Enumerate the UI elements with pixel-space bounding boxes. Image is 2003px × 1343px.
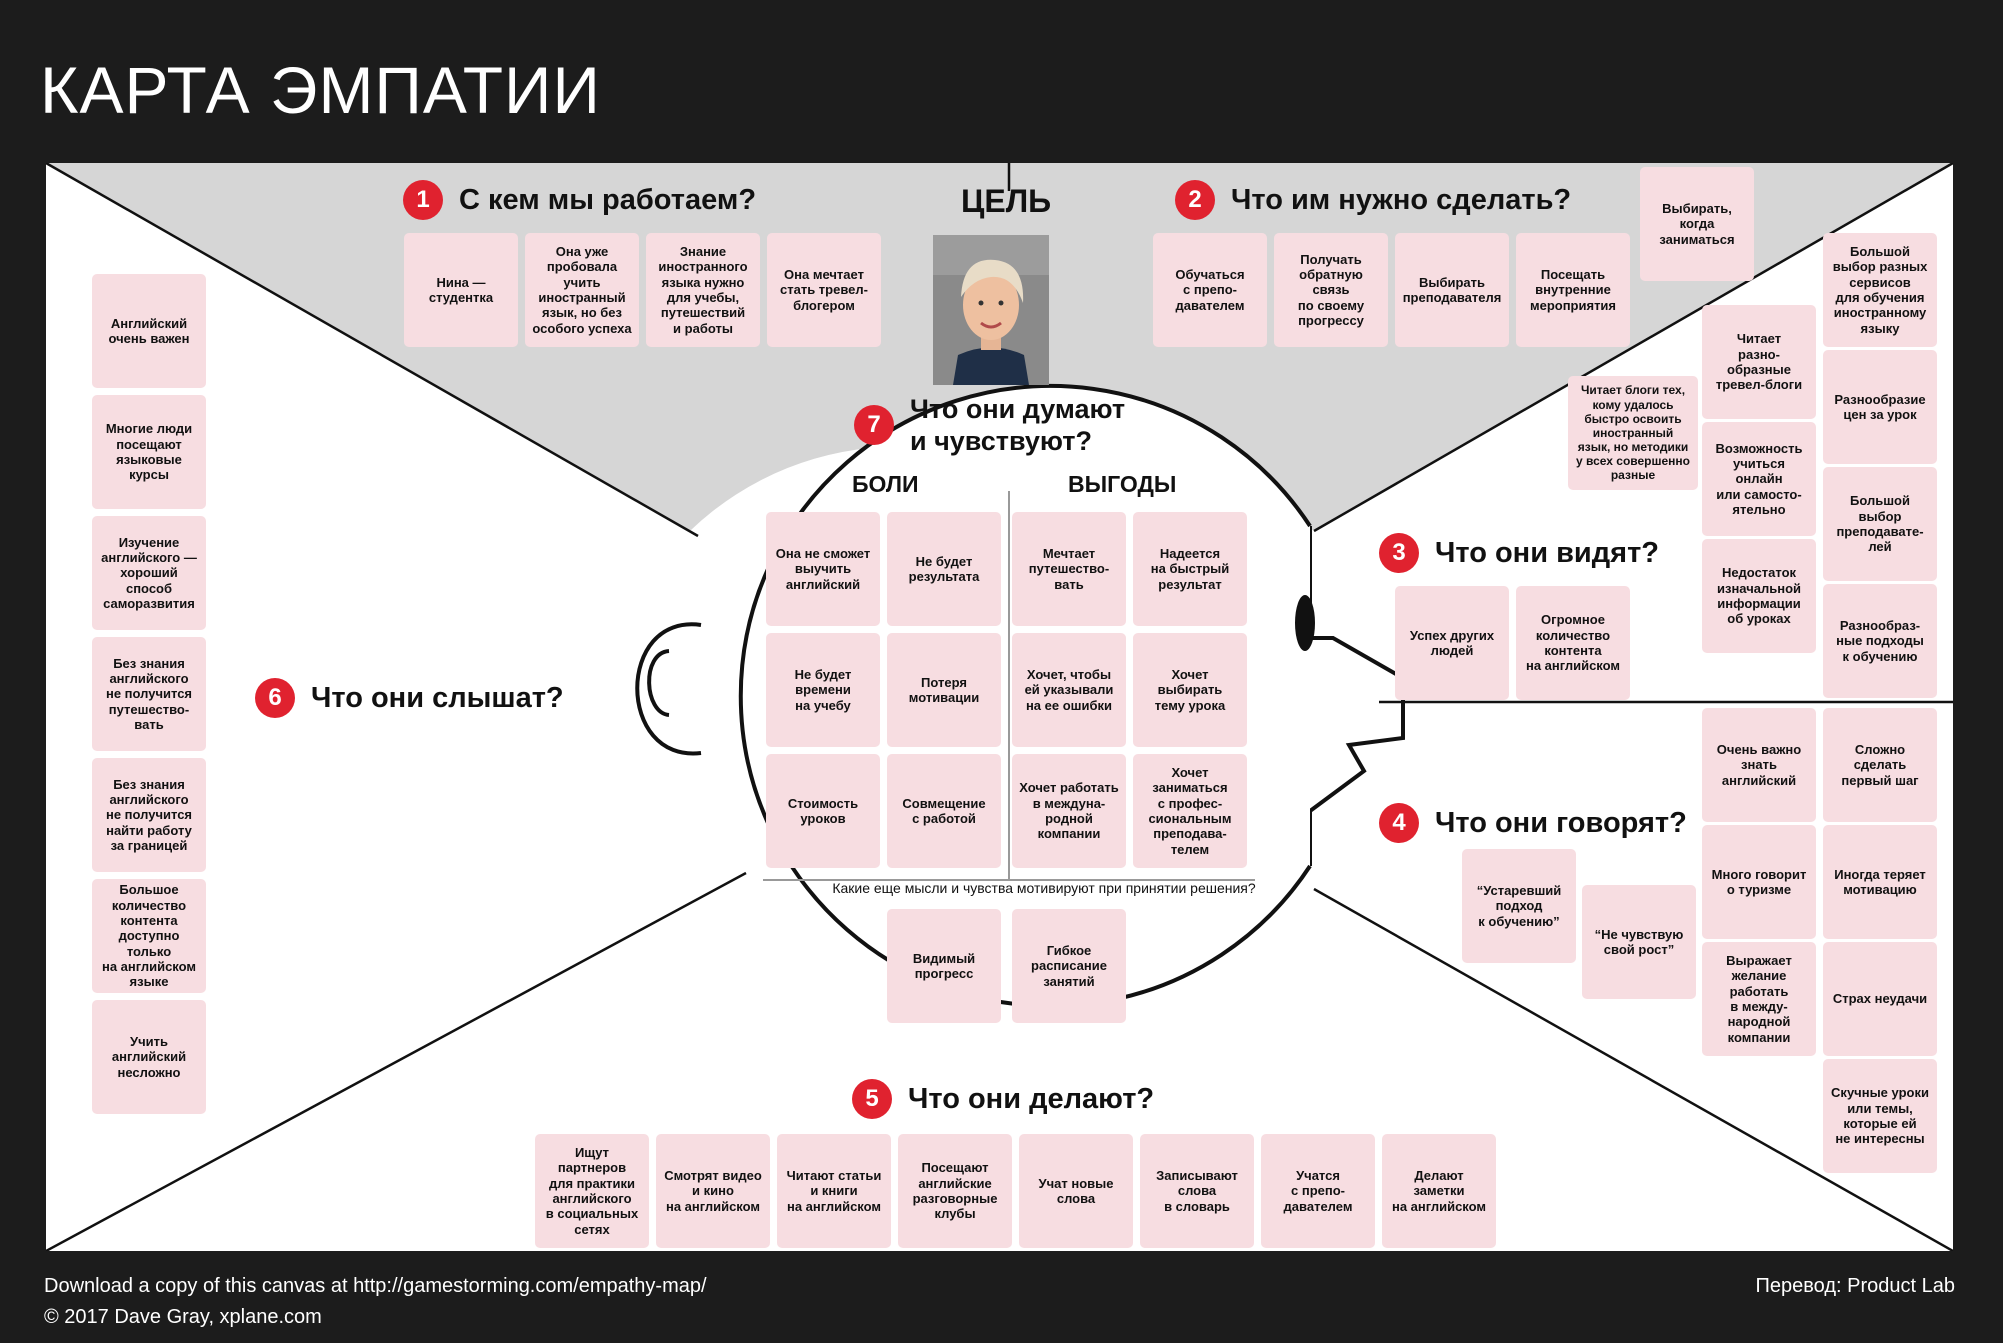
section-5-header: 5 Что они делают?: [852, 1079, 1154, 1119]
note-hear: Без знания английского не получится путе…: [92, 637, 206, 751]
badge-7: 7: [854, 405, 894, 446]
note-doing: Записывают слова в словарь: [1140, 1134, 1254, 1248]
badge-3: 3: [1379, 533, 1419, 573]
diagonal-top-right: [1313, 163, 1953, 533]
note-need: Выбирать, когда заниматься: [1640, 167, 1754, 281]
footer-copyright: © 2017 Dave Gray, xplane.com: [44, 1306, 322, 1328]
note-see: Читает разно- образные тревел-блоги: [1702, 305, 1816, 419]
note-say: Много говорит о туризме: [1702, 825, 1816, 939]
note-doing: Посещают английские разговорные клубы: [898, 1134, 1012, 1248]
note-pain: Она не сможет выучить английский: [766, 512, 880, 626]
section-2-label: Что им нужно сделать?: [1231, 183, 1572, 216]
note-pain: Потеря мотивации: [887, 633, 1001, 747]
note-see: Большой выбор разных сервисов для обучен…: [1823, 233, 1937, 347]
note-gain: Надеется на быстрый результат: [1133, 512, 1247, 626]
head-face-outline: [1308, 526, 1405, 866]
note-pain: Совмещение с работой: [887, 754, 1001, 868]
note-who: Знание иностранного языка нужно для учеб…: [646, 233, 760, 347]
gains-label: ВЫГОДЫ: [1068, 471, 1177, 497]
note-gain: Мечтает путешество- вать: [1012, 512, 1126, 626]
note-hear: Большое количество контента доступно тол…: [92, 879, 206, 993]
note-see: Успех других людей: [1395, 586, 1509, 700]
note-say: Скучные уроки или темы, которые ей не ин…: [1823, 1059, 1937, 1173]
eye-icon: [1295, 595, 1315, 651]
footer-download: Download a copy of this canvas at http:/…: [44, 1275, 707, 1297]
pains-label: БОЛИ: [852, 471, 919, 497]
section-7-label: Что они думают и чувствуют?: [910, 394, 1126, 457]
note-other: Видимый прогресс: [887, 909, 1001, 1023]
note-say: Иногда теряет мотивацию: [1823, 825, 1937, 939]
badge-4: 4: [1379, 803, 1419, 843]
ear-inner-icon: [647, 649, 670, 717]
diagonal-top-left: [46, 163, 699, 538]
note-gain: Хочет, чтобы ей указывали на ее ошибки: [1012, 633, 1126, 747]
motivation-question: Какие еще мысли и чувства мотивируют при…: [832, 880, 1256, 896]
section-6-header: 6 Что они слышат?: [255, 678, 564, 718]
note-pain: Не будет результата: [887, 512, 1001, 626]
note-doing: Учатся с препо- давателем: [1261, 1134, 1375, 1248]
empathy-map-canvas: ЦЕЛЬ 1 С кем мы работаем? 2 Что им нужно…: [46, 163, 1953, 1251]
note-gain: Хочет работать в междуна- родной компани…: [1012, 754, 1126, 868]
note-need: Получать обратную связь по своему прогре…: [1274, 233, 1388, 347]
section-6-label: Что они слышат?: [311, 681, 564, 714]
note-doing: Учат новые слова: [1019, 1134, 1133, 1248]
note-gain: Хочет заниматься с профес- сиональным пр…: [1133, 754, 1247, 868]
section-2-header: 2 Что им нужно сделать?: [1175, 180, 1571, 220]
page-title: КАРТА ЭМПАТИИ: [40, 53, 601, 127]
note-hear: Изучение английского — хороший способ са…: [92, 516, 206, 630]
note-doing: Ищут партнеров для практики английского …: [535, 1134, 649, 1248]
section-3-header: 3 Что они видят?: [1379, 533, 1659, 573]
note-see: Недостаток изначальной информации об уро…: [1702, 539, 1816, 653]
note-see: Огромное количество контента на английск…: [1516, 586, 1630, 700]
badge-6: 6: [255, 678, 295, 718]
note-need: Обучаться с препо- давателем: [1153, 233, 1267, 347]
section-5-label: Что они делают?: [908, 1082, 1155, 1115]
note-say: Страх неудачи: [1823, 942, 1937, 1056]
note-hear: Учить английский несложно: [92, 1000, 206, 1114]
note-need: Выбирать преподавателя: [1395, 233, 1509, 347]
diagonal-bottom-right: [1313, 887, 1953, 1251]
section-3-label: Что они видят?: [1435, 536, 1659, 569]
footer-translation: Перевод: Product Lab: [1755, 1275, 1955, 1297]
note-see: Разнообразие цен за урок: [1823, 350, 1937, 464]
note-doing: Делают заметки на английском: [1382, 1134, 1496, 1248]
diagonal-bottom-left: [46, 871, 747, 1251]
note-who: Она мечтает стать тревел- блогером: [767, 233, 881, 347]
note-doing: Смотрят видео и кино на английском: [656, 1134, 770, 1248]
note-who: Она уже пробовала учить иностранный язык…: [525, 233, 639, 347]
note-need: Посещать внутренние мероприятия: [1516, 233, 1630, 347]
note-say: Очень важно знать английский: [1702, 708, 1816, 822]
note-hear: Без знания английского не получится найт…: [92, 758, 206, 872]
badge-2: 2: [1175, 180, 1215, 220]
note-say: Выражает желание работать в между- народ…: [1702, 942, 1816, 1056]
goal-label: ЦЕЛЬ: [961, 183, 1052, 219]
note-say: “Не чувствую свой рост”: [1582, 885, 1696, 999]
section-1-header: 1 С кем мы работаем?: [403, 180, 756, 220]
badge-1: 1: [403, 180, 443, 220]
note-other: Гибкое расписание занятий: [1012, 909, 1126, 1023]
section-4-label: Что они говорят?: [1435, 806, 1687, 839]
ear-icon: [635, 622, 702, 756]
badge-5: 5: [852, 1079, 892, 1119]
note-see: Большой выбор преподавате- лей: [1823, 467, 1937, 581]
note-hear: Многие люди посещают языковые курсы: [92, 395, 206, 509]
note-see: Читает блоги тех, кому удалось быстро ос…: [1568, 376, 1698, 490]
section-7-header: 7 Что они думают и чувствуют?: [854, 393, 1125, 458]
note-see: Возможность учиться онлайн или самосто- …: [1702, 422, 1816, 536]
note-see: Разнообраз- ные подходы к обучению: [1823, 584, 1937, 698]
note-who: Нина — студентка: [404, 233, 518, 347]
section-1-label: С кем мы работаем?: [459, 183, 757, 216]
note-pain: Стоимость уроков: [766, 754, 880, 868]
note-say: “Устаревший подход к обучению”: [1462, 849, 1576, 963]
note-gain: Хочет выбирать тему урока: [1133, 633, 1247, 747]
note-say: Сложно сделать первый шаг: [1823, 708, 1937, 822]
persona-photo: [933, 235, 1049, 385]
section-4-header: 4 Что они говорят?: [1379, 803, 1687, 843]
note-pain: Не будет времени на учебу: [766, 633, 880, 747]
note-hear: Английский очень важен: [92, 274, 206, 388]
note-doing: Читают статьи и книги на английском: [777, 1134, 891, 1248]
